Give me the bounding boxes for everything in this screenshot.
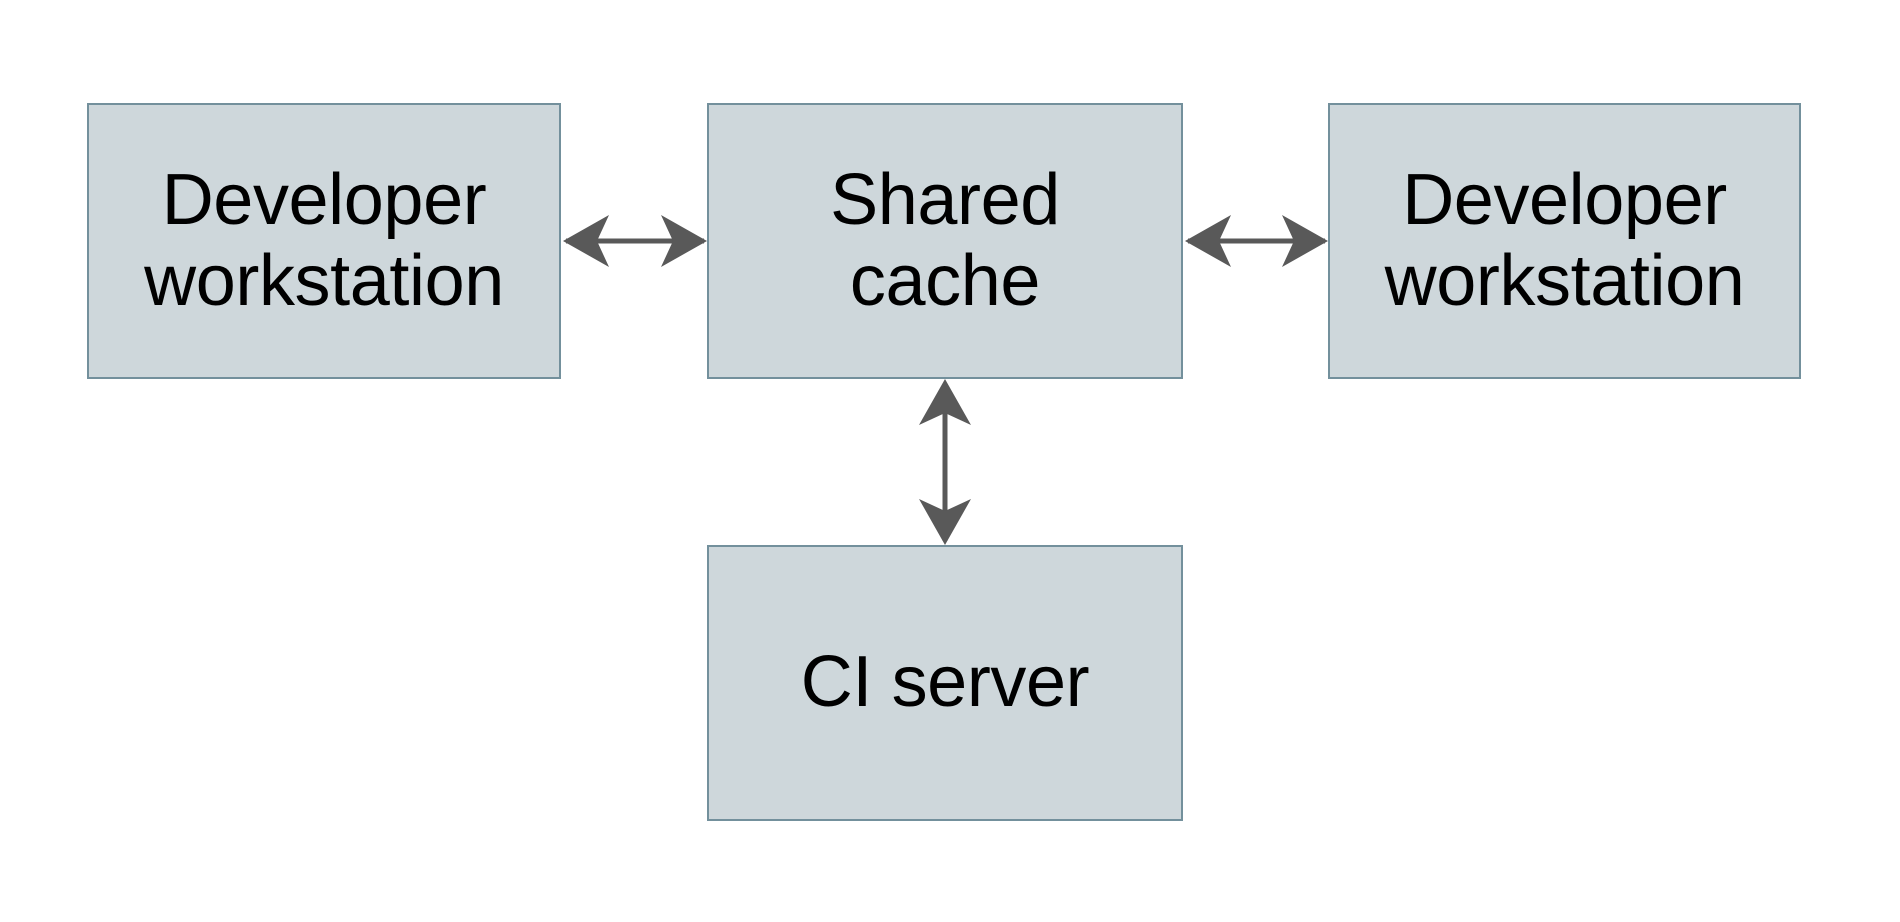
connector-dev-left-to-cache-hitbox[interactable]	[561, 218, 709, 264]
node-label-developer-workstation-right: Developer workstation	[1384, 159, 1745, 321]
node-label-developer-workstation-left: Developer workstation	[144, 159, 504, 321]
node-label-shared-cache: Shared cache	[830, 159, 1060, 321]
node-shared-cache[interactable]: Shared cache	[707, 103, 1183, 379]
connector-ci-to-cache-hitbox[interactable]	[922, 379, 968, 547]
node-developer-workstation-left[interactable]: Developer workstation	[87, 103, 561, 379]
connector-cache-to-dev-right-hitbox[interactable]	[1183, 218, 1330, 264]
node-developer-workstation-right[interactable]: Developer workstation	[1328, 103, 1801, 379]
node-ci-server[interactable]: CI server	[707, 545, 1183, 821]
node-label-ci-server: CI server	[800, 642, 1090, 723]
